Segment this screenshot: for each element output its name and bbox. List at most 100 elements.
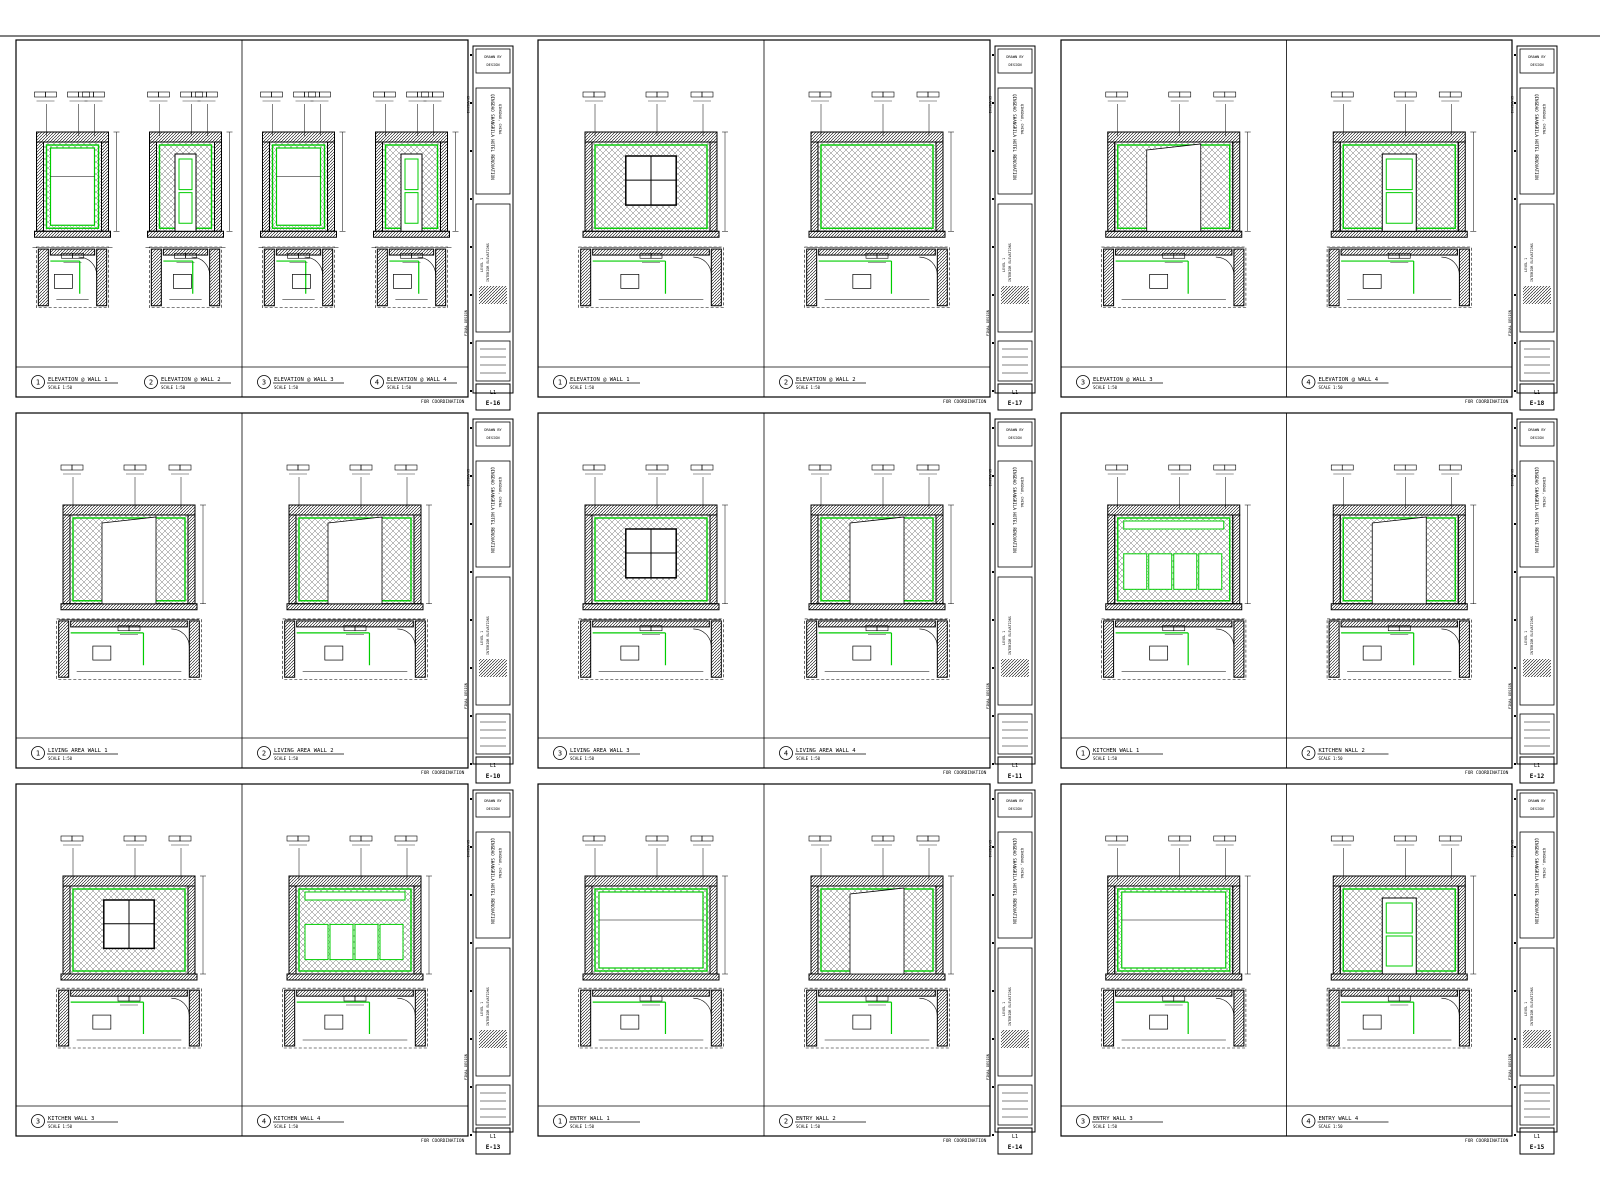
sheet-title: INTERIOR ELEVATIONS bbox=[486, 243, 490, 282]
key-plan bbox=[56, 618, 202, 680]
project-location: QINGDAO, CHINA bbox=[1542, 104, 1546, 135]
finish-tag bbox=[882, 91, 895, 98]
sheet-title: LEVEL 1 bbox=[1002, 258, 1006, 272]
key-plan-boundary bbox=[1101, 246, 1247, 309]
footer-note: FOR COORDINATION bbox=[1465, 399, 1509, 405]
finish-tag bbox=[819, 835, 832, 842]
trim-outline bbox=[1117, 517, 1231, 602]
finish-tag bbox=[916, 835, 929, 842]
plan-wall bbox=[1115, 989, 1233, 997]
plan-wall bbox=[710, 620, 722, 678]
wall-section bbox=[413, 514, 422, 605]
finish-tag bbox=[819, 91, 832, 98]
finish-tag bbox=[690, 464, 703, 471]
elevation-number-bubble bbox=[257, 1114, 271, 1128]
key-plan bbox=[262, 246, 335, 309]
elevation-number-bubble bbox=[257, 375, 271, 389]
plan-wall bbox=[435, 248, 447, 307]
plan-wall bbox=[1328, 989, 1340, 1047]
trim-outline bbox=[594, 517, 708, 602]
finish-tag bbox=[808, 464, 821, 471]
logo-block bbox=[1523, 1030, 1551, 1048]
wall-section bbox=[584, 514, 593, 605]
finish-tag bbox=[645, 835, 658, 842]
elevation-number: 3 bbox=[1081, 379, 1085, 387]
elevation-scale: SCALE 1:50 bbox=[796, 756, 821, 761]
key-plan-boundary bbox=[1101, 987, 1247, 1049]
level-label: L1 bbox=[1534, 1134, 1540, 1140]
project-name: QINGDAO SHANGRILA HOTEL RENOVATION bbox=[490, 838, 495, 924]
firm-box bbox=[997, 792, 1033, 818]
plan-wall bbox=[414, 989, 426, 1047]
level-label: L1 bbox=[490, 390, 496, 396]
finish-tag bbox=[179, 835, 192, 842]
wall-panel bbox=[817, 141, 937, 232]
floor-section bbox=[147, 230, 224, 238]
elevation-drawing bbox=[807, 464, 954, 635]
plan-wall bbox=[1340, 620, 1458, 628]
firm-box bbox=[475, 792, 511, 818]
plan-wall bbox=[1458, 248, 1470, 307]
plan-wall bbox=[806, 989, 818, 1047]
wall-opening bbox=[327, 516, 383, 605]
finish-tag bbox=[406, 91, 418, 98]
sheet-number: E-17 bbox=[1008, 400, 1023, 407]
logo-block bbox=[479, 1030, 507, 1048]
elevation-title: KITCHEN WALL 4 bbox=[274, 1116, 321, 1122]
finish-tag bbox=[134, 464, 147, 471]
plan-furniture bbox=[324, 1014, 344, 1030]
key-plan-boundary bbox=[1101, 618, 1247, 680]
finish-tag bbox=[639, 995, 652, 1002]
finish-tag bbox=[158, 91, 170, 98]
wall-section bbox=[214, 141, 222, 232]
plan-furniture bbox=[1149, 645, 1169, 661]
finish-tag bbox=[882, 835, 895, 842]
door-swing bbox=[1215, 997, 1235, 1017]
sheet-title: INTERIOR ELEVATIONS bbox=[486, 987, 490, 1026]
finish-tag bbox=[1330, 835, 1343, 842]
finish-tag bbox=[701, 464, 714, 471]
plan-wall bbox=[592, 620, 710, 628]
plan-wall bbox=[1340, 989, 1458, 997]
elevation-number-bubble bbox=[779, 1114, 793, 1128]
finish-tag bbox=[360, 464, 373, 471]
footer-note: FOR COORDINATION bbox=[421, 770, 465, 776]
revision-box bbox=[997, 340, 1033, 382]
elevation-scale: SCALE 1:50 bbox=[1093, 1124, 1118, 1129]
plan-wall bbox=[70, 620, 188, 628]
firm-name: DRAWN BY bbox=[1006, 55, 1024, 59]
plan-wall bbox=[414, 620, 426, 678]
wall-section bbox=[584, 885, 593, 975]
wall-section bbox=[935, 885, 944, 975]
elevation-title: LIVING AREA WALL 4 bbox=[796, 748, 856, 754]
elevation-title: ENTRY WALL 3 bbox=[1093, 1116, 1133, 1122]
wall-section bbox=[1107, 885, 1116, 975]
plan-furniture bbox=[1362, 274, 1382, 289]
trim-outline bbox=[271, 144, 326, 229]
firm-box bbox=[1519, 48, 1555, 74]
key-plan bbox=[36, 246, 109, 309]
finish-tag bbox=[1398, 995, 1411, 1002]
elevation-number-bubble bbox=[1076, 1114, 1090, 1128]
elevation-number: 1 bbox=[36, 750, 40, 758]
elevation-scale: SCALE 1:50 bbox=[1319, 1124, 1344, 1129]
elevation-scale: SCALE 1:50 bbox=[796, 385, 821, 390]
finish-tag bbox=[354, 995, 367, 1002]
finish-tag bbox=[308, 91, 320, 98]
ceiling-section bbox=[810, 131, 944, 143]
finish-tag bbox=[916, 91, 929, 98]
elevation-title: ENTRY WALL 1 bbox=[570, 1116, 610, 1122]
ceiling-section bbox=[36, 131, 109, 143]
firm-box bbox=[1519, 421, 1555, 447]
level-label: L1 bbox=[1534, 763, 1540, 769]
elevation-title: ELEVATION @ WALL 2 bbox=[161, 377, 221, 383]
finish-tag bbox=[645, 91, 658, 98]
plan-wall bbox=[209, 248, 221, 307]
sheet-number: E-11 bbox=[1008, 773, 1023, 780]
door-swing bbox=[1441, 256, 1460, 276]
finish-tag bbox=[117, 995, 130, 1002]
